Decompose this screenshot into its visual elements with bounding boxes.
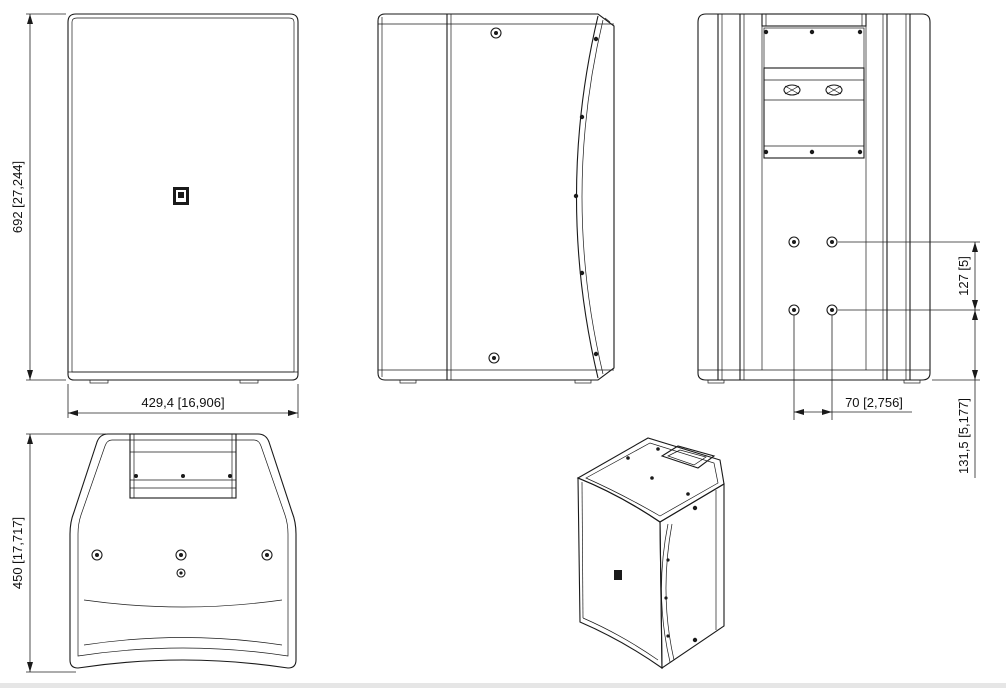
speakon-connector	[783, 84, 801, 96]
side-view	[377, 13, 615, 384]
hole-horizontal-spacing-label: 70 [2,756]	[845, 395, 903, 410]
depth-dimension: 450 [17,717]	[10, 433, 106, 673]
logo-badge	[614, 570, 622, 580]
width-label: 429,4 [16,906]	[141, 395, 224, 410]
height-label: 692 [27,244]	[10, 161, 25, 233]
height-dimension: 692 [27,244]	[10, 13, 66, 381]
width-dimension: 429,4 [16,906]	[67, 384, 299, 418]
top-view	[69, 433, 297, 669]
bottom-bar	[0, 683, 1006, 688]
speakon-connector	[825, 84, 843, 96]
front-view	[67, 13, 299, 384]
hole-vertical-spacing-label: 127 [5]	[956, 256, 971, 296]
hole-spacing-dimensions: 127 [5] 131,5 [5,177] 70 [2,756]	[793, 241, 980, 478]
hole-offset-label: 131,5 [5,177]	[956, 398, 971, 474]
logo-badge	[173, 187, 189, 205]
isometric-view	[576, 437, 725, 670]
rear-view	[697, 13, 931, 384]
depth-label: 450 [17,717]	[10, 517, 25, 589]
